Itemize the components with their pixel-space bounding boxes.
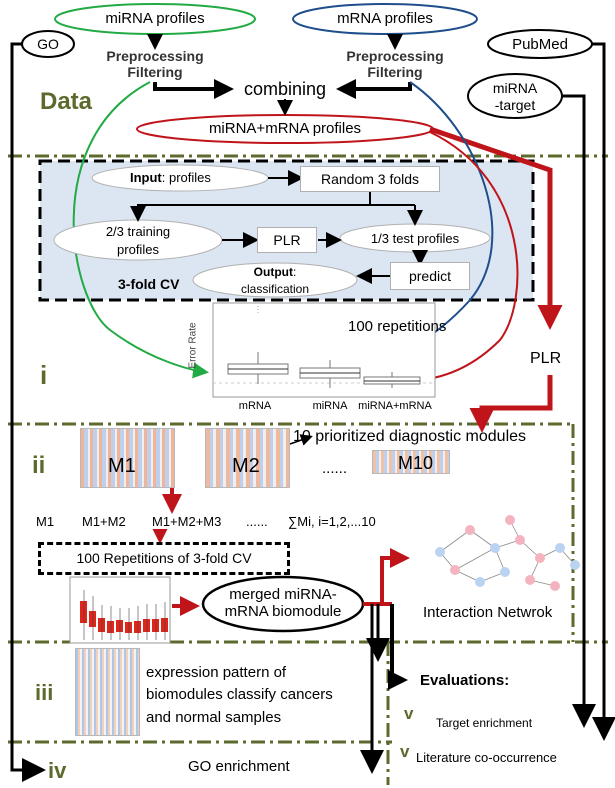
plr-box (257, 227, 317, 253)
combined-profiles-label: miRNA+mRNA profiles (208, 120, 362, 137)
merged-line1: merged miRNA- (229, 586, 337, 603)
modules-title: 10 prioritized diagnostic modules (293, 428, 527, 445)
eval-v1: v (404, 704, 414, 723)
heatmap-expression (75, 648, 140, 736)
heatmap-m1 (80, 428, 175, 488)
seq-dots: ...... (246, 514, 268, 529)
literature-label: Literature co-occurrence (416, 750, 557, 765)
mirna-target-line1: miRNA (492, 80, 538, 96)
training-line2: profiles (117, 242, 159, 257)
input-label: Input: profiles (130, 170, 211, 185)
section-i-label: i (40, 360, 48, 390)
random-folds-box (300, 166, 440, 192)
mirna-target-line2: -target (494, 97, 536, 113)
predict-label: predict (408, 268, 452, 284)
seq-m1-m2-m3: M1+M2+M3 (152, 514, 222, 529)
output-line2: classification (240, 282, 310, 296)
target-enrichment-label: Target enrichment (436, 716, 533, 730)
interaction-network-label: Interaction Netwrok (423, 604, 553, 621)
go-enrichment-label: GO enrichment (188, 758, 290, 775)
combining-label: combining (243, 79, 327, 99)
input-label-rest: : profiles (161, 170, 211, 185)
expression-line2: biomodules classify cancers (146, 686, 333, 703)
expression-line3: and normal samples (146, 709, 282, 726)
interaction-network (435, 515, 580, 591)
filtering-left: Filtering (127, 64, 183, 80)
cv-label: 3-fold CV (118, 276, 180, 292)
boxplot-cat-mirna: miRNA (312, 400, 348, 412)
predict-box (390, 262, 470, 290)
heatmap-m10 (372, 450, 450, 474)
boxplot-cat-combined: miRNA+mRNA (358, 400, 432, 412)
output-bold: Output (253, 265, 293, 279)
module-m2-label: M2 (232, 455, 260, 477)
section-iv-label: iv (48, 758, 67, 783)
output-colon: : (292, 265, 297, 279)
evaluations-label: Evaluations: (420, 672, 510, 689)
section-iii-label: iii (35, 680, 54, 705)
section-ii-label: ii (32, 452, 46, 479)
boxplot-ylabel: Error Rate (187, 322, 199, 369)
merged-line2: mRNA biomodule (224, 603, 342, 620)
mirna-profiles-label: miRNA profiles (105, 10, 205, 27)
filtering-right: Filtering (367, 64, 423, 80)
cv-barchart (69, 576, 171, 644)
plr-label: PLR (273, 232, 301, 248)
plr-right-label: PLR (530, 350, 562, 367)
cv-repetitions-label: 100 Repetitions of 3-fold CV (76, 550, 252, 566)
repetitions-label: 100 repetitions (348, 318, 447, 335)
expression-line1: expression pattern of (146, 664, 287, 681)
preprocessing-left: Preprocessing (106, 48, 204, 64)
data-section-label: Data (40, 88, 93, 115)
input-label-bold: Input (130, 170, 162, 185)
eval-v2: v (400, 742, 410, 761)
module-m1-label: M1 (108, 455, 136, 477)
seq-m1-m2: M1+M2 (82, 514, 126, 529)
seq-m1: M1 (36, 514, 55, 529)
test-profiles-label: 1/3 test profiles (370, 231, 460, 246)
error-rate-boxplot (212, 302, 436, 398)
heatmap-m2 (205, 428, 290, 488)
preprocessing-right: Preprocessing (346, 48, 444, 64)
training-line1: 2/3 training (105, 224, 171, 239)
module-m10-label: M10 (398, 453, 434, 473)
modules-dots: ...... (322, 460, 348, 477)
mrna-profiles-label: mRNA profiles (337, 10, 433, 27)
seq-sum: ∑Mi, i=1,2,...10 (288, 514, 376, 529)
output-line1: Output: (215, 265, 335, 279)
go-label: GO (37, 36, 59, 52)
boxplot-cat-mrna: mRNA (238, 400, 272, 412)
random-folds-label: Random 3 folds (320, 171, 420, 187)
pubmed-label: PubMed (512, 36, 568, 53)
mrna-profiles-ellipse (292, 3, 478, 35)
cv-repetitions-box (38, 542, 290, 575)
